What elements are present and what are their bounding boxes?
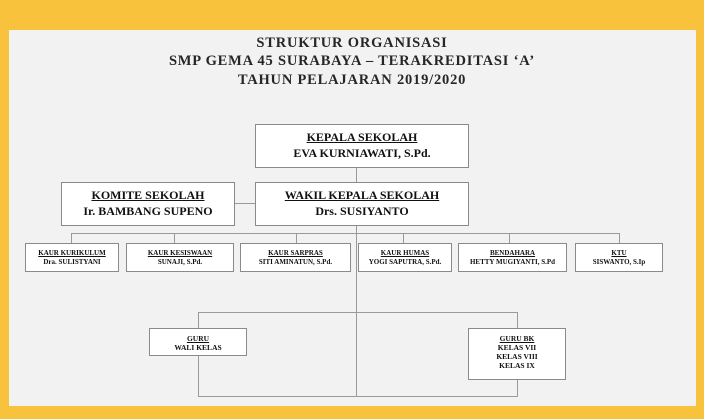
guru-box: GURU WALI KELAS [149,328,247,356]
unit-name: SUNAJI, S.Pd. [157,258,203,266]
komite-sekolah-name: Ir. BAMBANG SUPENO [83,204,213,218]
kepala-sekolah-name: EVA KURNIAWATI, S.Pd. [293,146,431,160]
wakil-kepala-box: WAKIL KEPALA SEKOLAH Drs. SUSIYANTO [255,182,469,226]
connector-main-trunk [356,226,357,396]
unit-kaur-humas: KAUR HUMAS YOGI SAPUTRA, S.Pd. [358,243,452,272]
unit-bendahara: BENDAHARA HETTY MUGIYANTI, S.Pd [458,243,567,272]
guru-bk-line: KELAS VIII [496,352,538,361]
connector-unit-4 [403,233,404,243]
unit-ktu: KTU SISWANTO, S.Ip [575,243,663,272]
komite-sekolah-title: KOMITE SEKOLAH [91,188,205,202]
connector-guru-bottom [198,356,199,396]
connector-units-bar [71,233,619,234]
unit-title: KTU [611,249,627,257]
connector-komite-wakil [235,203,255,204]
unit-title: BENDAHARA [489,249,536,257]
unit-kaur-kesiswaan: KAUR KESISWAAN SUNAJI, S.Pd. [126,243,234,272]
unit-name: SITI AMINATUN, S.Pd. [258,258,333,266]
connector-guru [198,312,199,328]
unit-name: YOGI SAPUTRA, S.Pd. [368,258,442,266]
guru-bk-line: KELAS IX [499,361,535,370]
connector-unit-6 [619,233,620,243]
komite-sekolah-box: KOMITE SEKOLAH Ir. BAMBANG SUPENO [61,182,235,226]
unit-title: KAUR KESISWAAN [147,249,213,257]
connector-unit-1 [71,233,72,243]
connector-guru-bk-bottom [517,380,518,396]
connector-unit-3 [296,233,297,243]
connector-unit-2 [174,233,175,243]
wakil-kepala-name: Drs. SUSIYANTO [315,204,409,218]
unit-kaur-kurikulum: KAUR KURIKULUM Dra. SULISTYANI [25,243,119,272]
guru-title: GURU [186,334,210,343]
connector-bottom-bar [198,396,518,397]
unit-title: KAUR KURIKULUM [38,249,106,257]
guru-line: WALI KELAS [174,343,222,352]
unit-name: HETTY MUGIYANTI, S.Pd [469,258,556,266]
connector-kepala-wakil [356,168,357,182]
title-line-1: STRUKTUR ORGANISASI [256,35,448,51]
unit-title: KAUR SARPRAS [268,249,323,257]
unit-title: KAUR HUMAS [380,249,430,257]
title-line-3: TAHUN PELAJARAN 2019/2020 [237,72,467,88]
connector-unit-5 [509,233,510,243]
connector-guru-bar [198,312,518,313]
kepala-sekolah-title: KEPALA SEKOLAH [306,130,418,144]
kepala-sekolah-box: KEPALA SEKOLAH EVA KURNIAWATI, S.Pd. [255,124,469,168]
guru-bk-box: GURU BK KELAS VII KELAS VIII KELAS IX [468,328,566,380]
unit-kaur-sarpras: KAUR SARPRAS SITI AMINATUN, S.Pd. [240,243,351,272]
title-line-2: SMP GEMA 45 SURABAYA – TERAKREDITASI ‘A’ [168,53,536,69]
guru-bk-title: GURU BK [499,334,535,343]
unit-name: SISWANTO, S.Ip [592,258,646,266]
wakil-kepala-title: WAKIL KEPALA SEKOLAH [284,188,440,202]
guru-bk-line: KELAS VII [497,343,537,352]
unit-name: Dra. SULISTYANI [43,258,101,266]
connector-guru-bk [517,312,518,328]
